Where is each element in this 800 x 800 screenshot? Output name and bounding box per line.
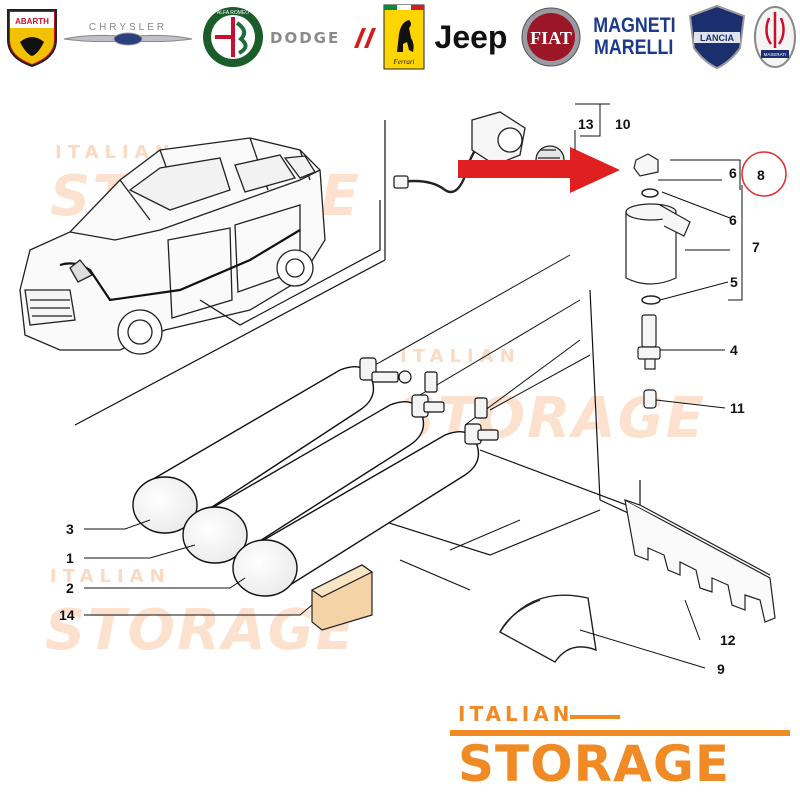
ferrari-logo: Ferrari bbox=[382, 4, 426, 70]
part-12-bracket bbox=[624, 498, 776, 623]
abarth-logo: ABARTH bbox=[2, 4, 62, 70]
abarth-logo-text: ABARTH bbox=[15, 17, 49, 26]
part-label-2: 2 bbox=[66, 580, 74, 596]
store-logo-storage: STORAGE bbox=[458, 735, 731, 793]
part-label-3: 3 bbox=[66, 521, 74, 537]
alfa-romeo-logo-text: ALFA ROMEO bbox=[217, 10, 249, 16]
part-14-block bbox=[310, 564, 374, 631]
solenoid-assembly bbox=[625, 153, 691, 409]
part-label-6a: 6 bbox=[729, 165, 737, 181]
regulator-assembly bbox=[393, 111, 565, 194]
maserati-logo-text: MASERATI bbox=[764, 52, 787, 57]
part-label-10: 10 bbox=[615, 116, 631, 132]
part-label-9: 9 bbox=[717, 661, 725, 677]
fiat-logo: FIAT bbox=[520, 4, 582, 70]
maserati-logo: MASERATI bbox=[752, 4, 798, 70]
fiat-logo-text: FIAT bbox=[530, 28, 572, 48]
part-9-saddle bbox=[499, 594, 597, 663]
store-logo-bar-long bbox=[450, 730, 790, 736]
ferrari-logo-text: Ferrari bbox=[393, 58, 415, 66]
part-label-5: 5 bbox=[730, 274, 738, 290]
chrysler-logo: CHRYSLER bbox=[62, 4, 194, 70]
part-label-4: 4 bbox=[730, 342, 738, 358]
part-label-6b: 6 bbox=[729, 212, 737, 228]
tank-valves bbox=[359, 357, 499, 445]
vehicle-illustration bbox=[19, 137, 326, 355]
part-label-13: 13 bbox=[578, 116, 594, 132]
lancia-logo: LANCIA bbox=[684, 4, 750, 70]
part-label-12: 12 bbox=[720, 632, 736, 648]
part-label-8: 8 bbox=[757, 167, 765, 183]
dodge-logo: DODGE bbox=[268, 4, 378, 70]
part-number-labels: 3 1 2 14 4 5 6 6 7 8 9 10 11 12 13 bbox=[59, 116, 765, 677]
part-label-7: 7 bbox=[752, 239, 760, 255]
store-logo-bar-short bbox=[570, 715, 620, 719]
magneti-marelli-logo: MAGNETI MARELLI bbox=[586, 4, 682, 70]
italian-storage-logo: ITALIAN STORAGE bbox=[450, 700, 795, 798]
exploded-parts-diagram: 3 1 2 14 4 5 6 6 7 8 9 10 11 12 13 bbox=[19, 103, 787, 677]
dodge-logo-text: DODGE bbox=[270, 29, 340, 47]
callout-leaders bbox=[84, 103, 743, 669]
brand-logo-bar: ABARTH CHRYSLER ALFA ROMEO DODGE bbox=[0, 0, 800, 78]
marelli-text: MARELLI bbox=[594, 36, 674, 59]
part-label-14: 14 bbox=[59, 607, 75, 623]
store-logo-italian: ITALIAN bbox=[458, 702, 574, 726]
gas-cylinders bbox=[132, 366, 480, 597]
alfa-romeo-logo: ALFA ROMEO bbox=[200, 4, 266, 70]
part-label-11: 11 bbox=[730, 400, 745, 416]
highlight-circle bbox=[741, 151, 787, 197]
jeep-logo-text: Jeep bbox=[434, 18, 508, 55]
jeep-logo: Jeep bbox=[428, 4, 514, 70]
lancia-logo-text: LANCIA bbox=[700, 33, 734, 43]
magneti-text: MAGNETI bbox=[592, 14, 676, 37]
red-arrow-icon bbox=[458, 147, 620, 193]
part-label-1: 1 bbox=[66, 550, 74, 566]
chrysler-logo-text: CHRYSLER bbox=[89, 22, 167, 33]
